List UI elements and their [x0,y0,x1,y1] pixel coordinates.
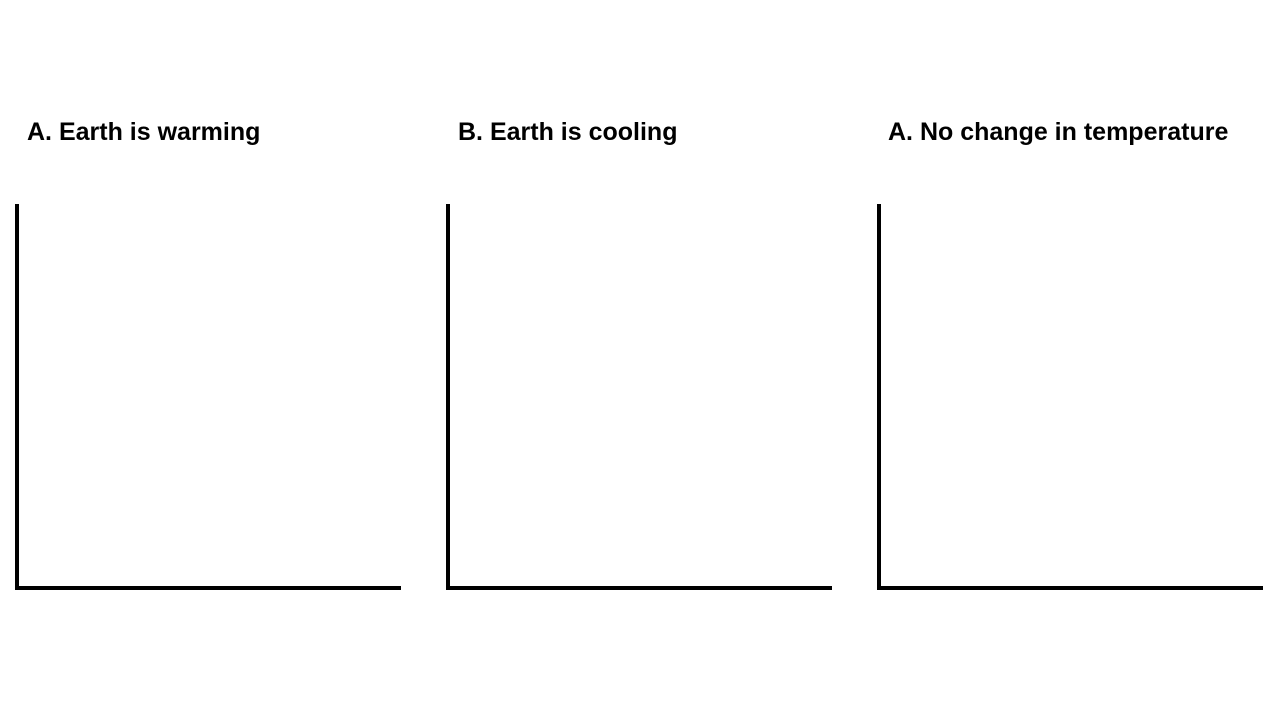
panel-b-title: B. Earth is cooling [458,118,678,146]
panel-a-title: A. Earth is warming [27,118,261,146]
panel-c-title: A. No change in temperature [888,118,1229,146]
panel-b-axes [446,204,832,590]
panel-c-axes [877,204,1263,590]
panel-a-axes [15,204,401,590]
